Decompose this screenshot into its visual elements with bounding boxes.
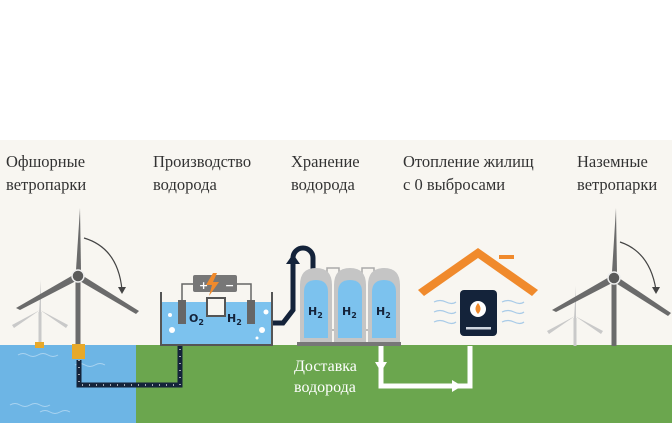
onshore-turbine-icon xyxy=(552,208,671,346)
pipe-offshore xyxy=(76,345,183,388)
oxygen-label: O2 xyxy=(189,312,204,327)
hydrogen-label: H2 xyxy=(227,312,242,327)
battery-plus: + xyxy=(199,279,208,292)
offshore-turbine-icon xyxy=(16,208,139,359)
tank-label-3: H2 xyxy=(376,305,391,320)
tank-label-1: H2 xyxy=(308,305,323,320)
house-heating-icon xyxy=(418,248,538,336)
delivery-path xyxy=(375,346,473,392)
tank-label-2: H2 xyxy=(342,305,357,320)
battery-minus: − xyxy=(225,279,234,292)
electrolyzer-icon xyxy=(160,273,273,346)
storage-tanks-icon xyxy=(297,267,401,346)
